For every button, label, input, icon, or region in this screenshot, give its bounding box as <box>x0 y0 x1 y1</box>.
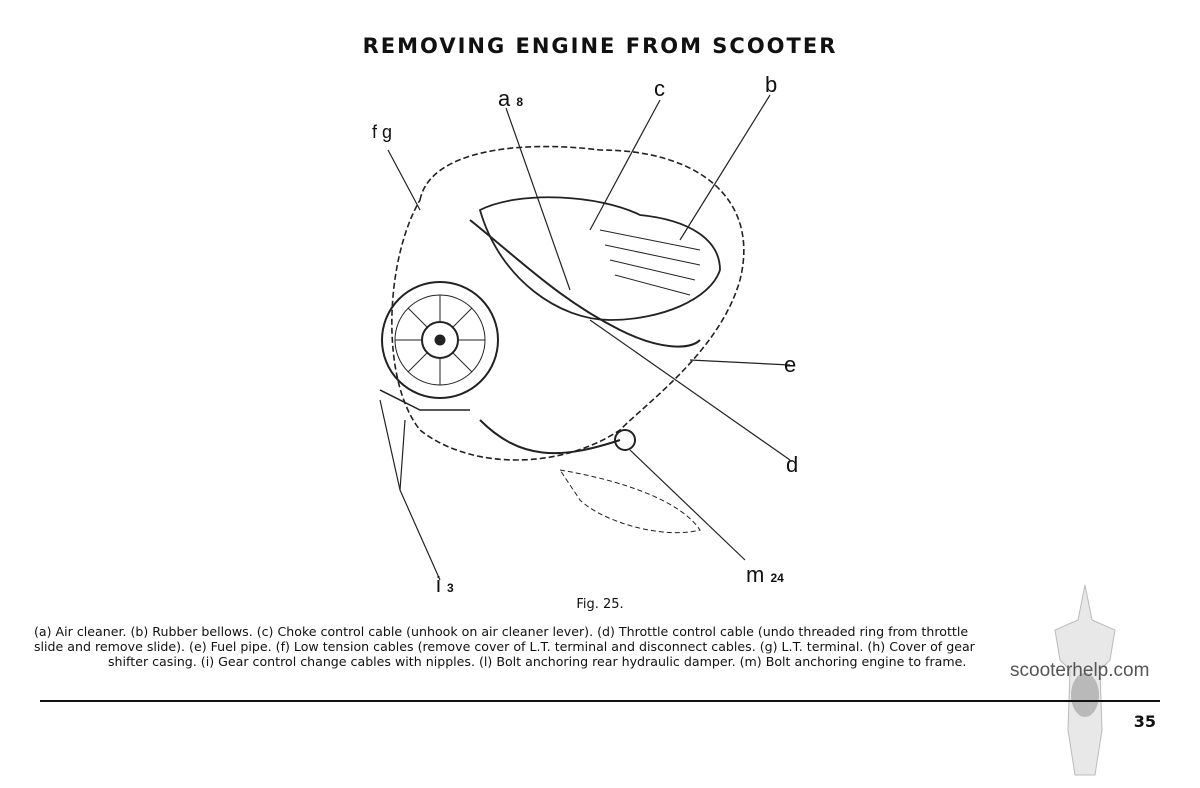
footer-rule <box>40 700 1160 702</box>
label-fg: f g <box>372 122 393 142</box>
label-a: a 8 <box>498 86 524 111</box>
page-title: REMOVING ENGINE FROM SCOOTER <box>362 34 838 58</box>
label-b: b <box>765 72 778 97</box>
label-c: c <box>654 76 665 101</box>
watermark: scooterhelp.com <box>1010 660 1150 681</box>
label-i: i 3 <box>436 572 454 597</box>
page-number: 35 <box>1133 712 1156 731</box>
label-e: e <box>784 352 797 377</box>
label-m: m 24 <box>746 562 784 587</box>
caption-line-3: shifter casing. (i) Gear control change … <box>108 654 967 669</box>
figure-number: Fig. 25. <box>576 597 624 612</box>
caption-line-2: slide and remove slide). (e) Fuel pipe. … <box>34 639 975 654</box>
watermark-scooter-image <box>1054 584 1116 776</box>
engine-diagram <box>379 94 791 581</box>
caption-line-1: (a) Air cleaner. (b) Rubber bellows. (c)… <box>34 624 969 639</box>
label-d: d <box>786 452 799 477</box>
